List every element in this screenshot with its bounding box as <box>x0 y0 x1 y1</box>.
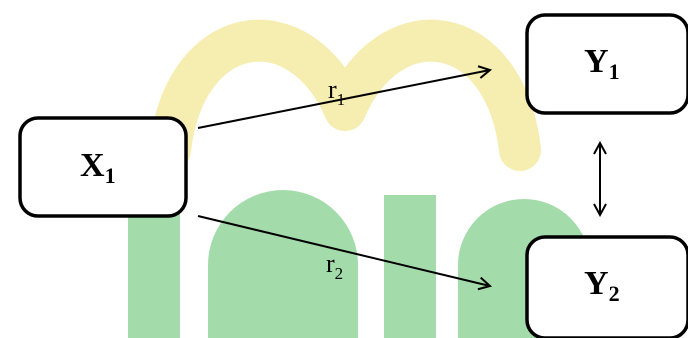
edge-label-r1: r1 <box>328 75 345 109</box>
node-y1-box <box>525 13 688 115</box>
node-y2-label: Y2 <box>584 265 620 306</box>
node-x1: X1 <box>18 116 188 218</box>
node-y1-label: Y1 <box>584 43 620 84</box>
node-y2-box <box>525 235 688 338</box>
node-y1: Y1 <box>525 13 688 115</box>
watermark-letter-i1 <box>128 195 180 338</box>
edge-x1-y1 <box>197 70 490 129</box>
watermark-logo <box>128 19 590 338</box>
node-y2: Y2 <box>525 235 688 338</box>
node-x1-box <box>18 116 188 218</box>
watermark-book-left-arc <box>149 19 366 171</box>
edge-label-r2: r2 <box>326 249 343 283</box>
node-x1-label: X1 <box>80 147 116 188</box>
watermark-book-right-arc <box>324 19 541 171</box>
edge-x1-y2 <box>197 215 490 286</box>
